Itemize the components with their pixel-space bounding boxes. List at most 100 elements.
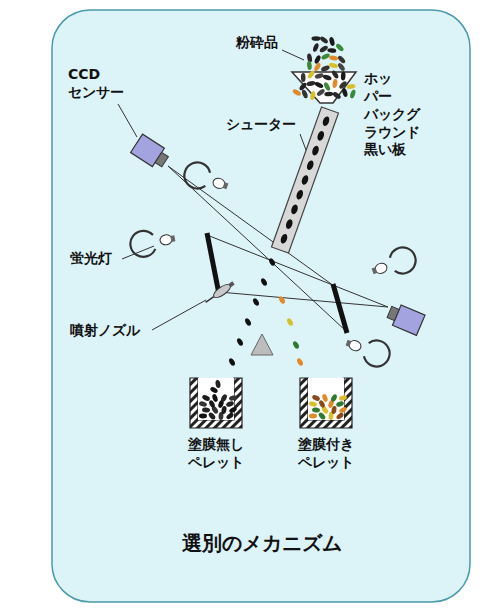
- leader-lines: [118, 50, 306, 330]
- pellet: [321, 52, 331, 60]
- pellet: [341, 71, 346, 80]
- pellet: [285, 218, 294, 229]
- pellet: [335, 400, 344, 408]
- pellet: [198, 401, 207, 408]
- pellet: [225, 412, 234, 421]
- pellet: [327, 48, 336, 53]
- chute-pellets: [279, 115, 330, 244]
- pellet: [316, 130, 325, 141]
- pellet: [316, 88, 326, 97]
- pellet: [225, 400, 234, 408]
- pellet: [337, 55, 347, 65]
- part-label: シューター: [226, 116, 296, 134]
- collection-bin: 塗膜無し ペレット: [188, 376, 244, 471]
- pellet: [324, 92, 333, 97]
- pellet: [329, 55, 339, 61]
- pellet: [312, 42, 320, 52]
- pellet: [300, 174, 309, 185]
- pellet: [331, 69, 340, 79]
- bin-shape: [188, 376, 244, 430]
- pellet: [236, 337, 244, 346]
- pellet: [321, 393, 328, 402]
- pellet: [314, 54, 322, 64]
- pellet: [199, 414, 207, 419]
- pellet: [319, 35, 329, 44]
- pellet: [319, 45, 329, 54]
- pellet: [321, 115, 330, 126]
- pellet: [220, 393, 228, 402]
- pellet: [308, 401, 317, 408]
- ccd-camera: [131, 134, 171, 171]
- pellet: [322, 74, 332, 81]
- pellet: [320, 65, 330, 73]
- lamp: [181, 159, 232, 199]
- ccd-camera: [385, 302, 425, 336]
- pellet: [337, 62, 346, 72]
- pellet: [278, 295, 286, 304]
- pellet: [301, 89, 309, 99]
- pellet: [313, 62, 322, 72]
- pellet: [309, 414, 317, 419]
- pellet: [260, 277, 268, 286]
- pellet: [311, 394, 320, 402]
- pellet: [290, 204, 299, 215]
- part-label: 蛍光灯: [70, 250, 112, 268]
- part-label: バックグ ラウンド 黒い板: [364, 106, 420, 159]
- pellet: [296, 357, 304, 366]
- pellet: [329, 37, 336, 47]
- title: 選別のメカニズム: [182, 530, 342, 557]
- pellet: [201, 394, 210, 402]
- part-label: CCD センサー: [68, 66, 124, 101]
- pellet: [314, 81, 324, 89]
- pellet: [338, 406, 347, 414]
- pellet: [335, 412, 344, 421]
- lamp: [342, 330, 393, 370]
- pellet: [306, 80, 316, 86]
- pellet: [292, 340, 300, 349]
- pellet: [292, 88, 302, 96]
- collection-bin: 塗膜付き ペレット: [298, 376, 354, 471]
- crushed-pellets: [292, 35, 357, 100]
- pellet: [332, 91, 342, 100]
- pellet: [202, 407, 211, 413]
- lamp: [368, 244, 419, 284]
- bin-label: 塗膜付き ペレット: [298, 436, 354, 471]
- pellet: [307, 61, 313, 70]
- pellet: [332, 79, 338, 89]
- pellet: [346, 84, 355, 90]
- pellet: [286, 317, 294, 326]
- pellet: [306, 160, 315, 171]
- part-label: 粉砕品: [236, 34, 278, 52]
- pellet: [228, 406, 237, 414]
- pellet: [314, 72, 324, 79]
- pellet: [335, 43, 345, 52]
- pellet: [312, 407, 321, 413]
- pellet: [309, 91, 316, 101]
- pellet: [228, 357, 236, 366]
- part-label: 噴射ノズル: [70, 322, 140, 340]
- part-label: ホッ パー: [364, 70, 392, 105]
- pellet: [268, 257, 276, 266]
- pellet: [229, 395, 238, 402]
- pellet: [279, 233, 288, 244]
- bin-label: 塗膜無し ペレット: [188, 436, 244, 471]
- pellet: [349, 89, 356, 99]
- pellet: [295, 189, 304, 200]
- hopper: [292, 72, 356, 103]
- falling-pellets: [228, 257, 304, 366]
- pellet: [215, 380, 221, 389]
- bin-shape: [298, 376, 354, 430]
- splitter: [251, 334, 273, 355]
- jet-nozzle: [203, 280, 235, 306]
- pellet: [312, 36, 321, 41]
- pellet: [341, 88, 348, 98]
- pellet: [252, 297, 260, 306]
- pellet: [307, 70, 316, 80]
- pellet: [211, 393, 218, 402]
- pellet: [328, 62, 338, 69]
- fluorescent-lamps: [128, 159, 419, 370]
- pellet: [338, 80, 348, 90]
- pellet: [311, 145, 320, 156]
- pellet: [244, 317, 252, 326]
